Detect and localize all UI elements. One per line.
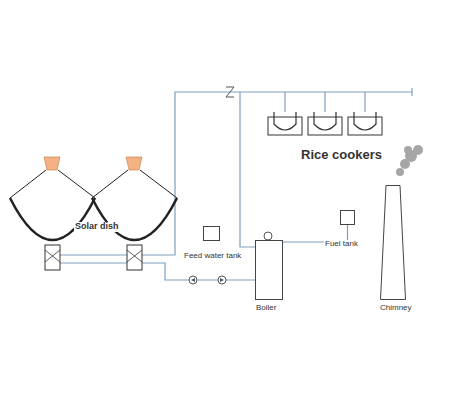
chimney-outline [380,185,406,300]
node-label: Chimney [379,304,413,313]
feed-water-tank-outline [203,226,220,241]
fuel-tank: Fuel tank [340,210,355,225]
group-label: Rice cookers [300,148,383,162]
boiler-outline [255,240,283,300]
node-label: Feed water tank [183,252,242,261]
fuel-tank-outline [340,210,355,225]
chimney: Chimney [380,185,406,300]
node-label: Boiler [255,304,277,313]
feed-water-tank: Feed water tank [203,226,220,241]
boiler: Boiler [255,240,283,300]
node-label: Fuel tank [324,240,359,249]
part-label: Solar dish [74,222,120,232]
